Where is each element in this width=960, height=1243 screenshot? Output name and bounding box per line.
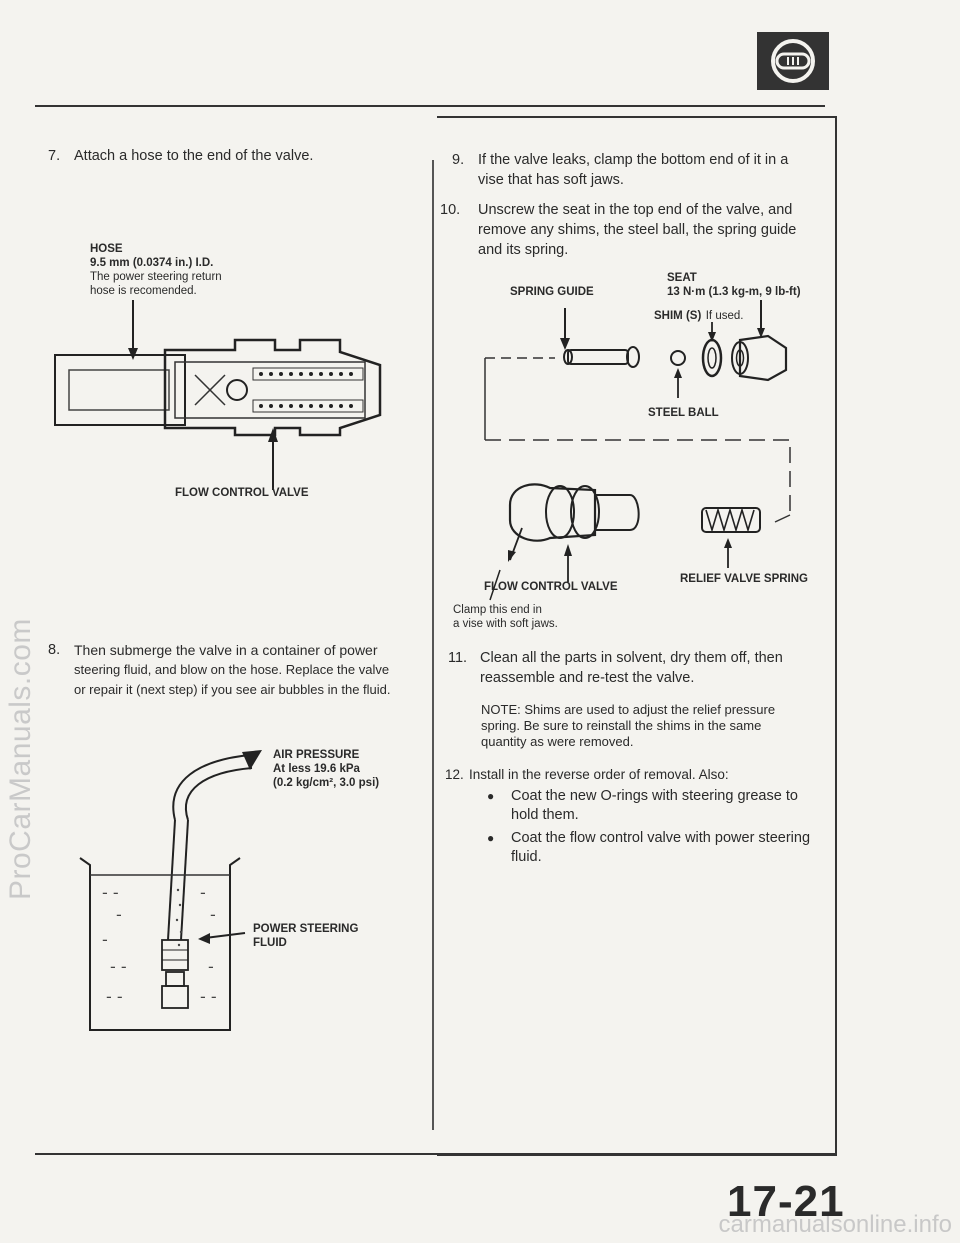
hose-note-2: hose is recomended. (90, 285, 197, 297)
step-10: 10. Unscrew the seat in the top end of t… (440, 200, 830, 262)
seat-torque-label: 13 N·m (1.3 kg-m, 9 lb-ft) (667, 286, 801, 298)
step-9-line-1: If the valve leaks, clamp the bottom end… (478, 152, 789, 168)
note-line-1: NOTE: Shims are used to adjust the relie… (481, 702, 776, 717)
svg-text:-: - (210, 905, 216, 924)
step-12-text: Install in the reverse order of removal.… (469, 767, 729, 782)
clamp-note: Clamp this end in a vise with soft jaws. (453, 603, 558, 631)
svg-text:-: - (116, 905, 122, 924)
steering-wheel-icon (757, 32, 829, 90)
step-7: 7. Attach a hose to the end of the valve… (48, 146, 428, 166)
step-10-line-3: and its spring. (478, 242, 569, 258)
clamp-note-line-2: a vise with soft jaws. (453, 618, 558, 630)
hose-title: HOSE (90, 243, 123, 255)
shim-label-text: SHIM (S) (654, 310, 702, 322)
step-8-line-1: Then submerge the valve in a container o… (74, 642, 378, 658)
flow-control-valve-label: FLOW CONTROL VALVE (175, 487, 309, 499)
shim-label: SHIM (S) If used. (654, 306, 743, 324)
footer-rule (35, 1153, 835, 1155)
step-9-line-2: vise that has soft jaws. (478, 172, 624, 188)
hose-note-1: The power steering return (90, 271, 222, 283)
air-pressure-title: AIR PRESSURE (273, 749, 360, 761)
spring-guide-label: SPRING GUIDE (510, 286, 594, 298)
air-pressure-line-2: (0.2 kg/cm², 3.0 psi) (273, 777, 380, 789)
steel-ball-label: STEEL BALL (648, 407, 719, 419)
step-number: 10. (440, 202, 461, 218)
fluid-label: POWER STEERING FLUID (253, 922, 358, 950)
header-rule (35, 105, 825, 107)
exploded-parts-diagram (484, 300, 791, 601)
column-divider (432, 160, 434, 1130)
air-pressure-label: AIR PRESSURE At less 19.6 kPa (0.2 kg/cm… (273, 748, 379, 790)
step-9: 9. If the valve leaks, clamp the bottom … (452, 150, 832, 192)
note-block: NOTE: Shims are used to adjust the relie… (481, 702, 821, 750)
flow-control-valve-label-right: FLOW CONTROL VALVE (484, 581, 618, 593)
page-number: 17-21 (727, 1177, 845, 1226)
fluid-container-diagram: - -- -- -- - -- - -- - (79, 750, 262, 1031)
seat-label: SEAT (667, 272, 697, 284)
svg-text:- -: - - (200, 987, 217, 1006)
step-number: 8. (48, 642, 61, 658)
relief-valve-spring-label: RELIEF VALVE SPRING (680, 573, 809, 585)
svg-text:-: - (102, 930, 108, 949)
bullet-item: Coat the flow control valve with power s… (487, 829, 817, 867)
shim-note: If used. (705, 310, 744, 322)
step-number: 9. (452, 152, 465, 168)
hose-valve-diagram (54, 300, 382, 490)
step-11: 11. Clean all the parts in solvent, dry … (448, 648, 828, 690)
svg-text:- -: - - (106, 987, 123, 1006)
air-pressure-line-1: At less 19.6 kPa (273, 763, 360, 775)
step-text: Attach a hose to the end of the valve. (74, 148, 314, 164)
step-number: 11. (448, 650, 468, 666)
svg-text:- -: - - (110, 957, 127, 976)
step-8-line-3: or repair it (next step) if you see air … (74, 682, 391, 697)
step-number: 12. (445, 767, 464, 782)
note-line-3: quantity as were removed. (481, 734, 634, 749)
svg-text:-: - (200, 883, 206, 902)
clamp-note-line-1: Clamp this end in (453, 604, 542, 616)
step-12-bullets: Coat the new O-rings with steering greas… (487, 787, 817, 867)
step-8: 8. Then submerge the valve in a containe… (48, 640, 428, 704)
bottom-watermark: carmanualsonline.info (718, 1211, 952, 1238)
hose-label: HOSE 9.5 mm (0.0374 in.) I.D. The power … (90, 242, 222, 298)
right-frame (437, 116, 837, 1156)
fluid-label-line-2: FLUID (253, 937, 287, 949)
step-10-line-2: remove any shims, the steel ball, the sp… (478, 222, 797, 238)
svg-text:-: - (208, 957, 214, 976)
step-11-line-2: reassemble and re-test the valve. (480, 670, 695, 686)
step-10-line-1: Unscrew the seat in the top end of the v… (478, 202, 793, 218)
side-watermark: ProCarManuals.com (4, 618, 37, 900)
step-11-line-1: Clean all the parts in solvent, dry them… (480, 650, 783, 666)
step-12: 12. Install in the reverse order of remo… (445, 765, 825, 871)
step-8-line-2: steering fluid, and blow on the hose. Re… (74, 662, 390, 677)
note-line-2: spring. Be sure to reinstall the shims i… (481, 718, 762, 733)
hose-spec: 9.5 mm (0.0374 in.) I.D. (90, 257, 214, 269)
bullet-item: Coat the new O-rings with steering greas… (487, 787, 817, 825)
svg-text:- -: - - (102, 883, 119, 902)
step-number: 7. (48, 148, 61, 164)
fluid-label-line-1: POWER STEERING (253, 923, 359, 935)
